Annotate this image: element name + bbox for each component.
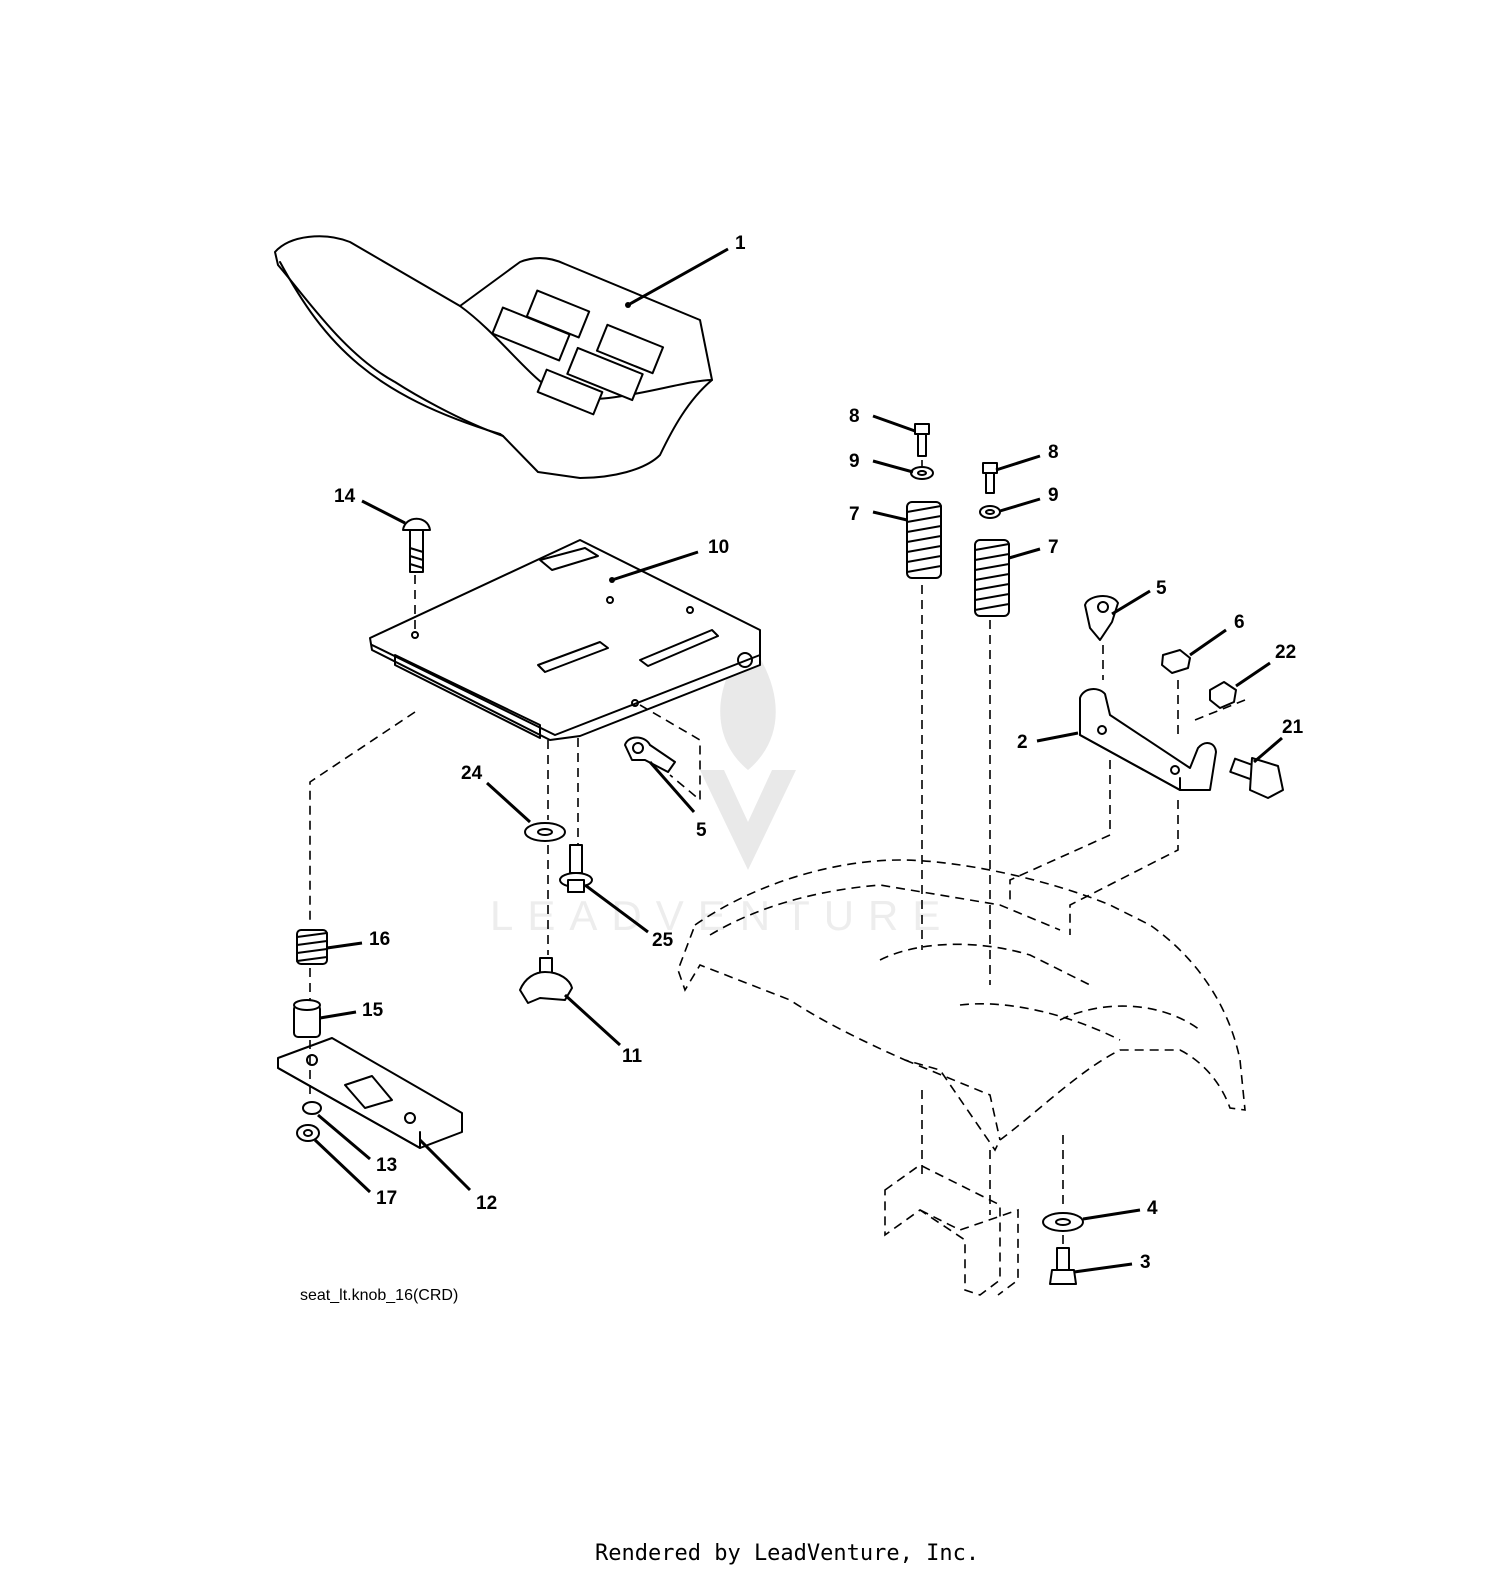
callout-4: 4	[1147, 1198, 1158, 1219]
callout-labels: 1 14 10 8 9 7 8 9 7 5 6 22 2 21 24 5 25 …	[334, 233, 1304, 1273]
callout-17: 17	[376, 1188, 397, 1209]
callout-9a: 9	[849, 451, 860, 472]
callout-15: 15	[362, 1000, 384, 1021]
bracket-part	[1079, 688, 1217, 791]
nut-part-22	[1209, 681, 1237, 709]
seat-part	[274, 235, 713, 479]
bolt-part-8b	[982, 462, 998, 494]
callout-9b: 9	[1048, 485, 1059, 506]
nut-part-17	[296, 1124, 320, 1142]
callout-16: 16	[369, 929, 390, 950]
callout-5b: 5	[696, 820, 707, 841]
callout-6: 6	[1234, 612, 1245, 633]
callout-3: 3	[1140, 1252, 1151, 1273]
bolt-part-8a	[914, 423, 930, 457]
footer-credit: Rendered by LeadVenture, Inc.	[595, 1541, 979, 1566]
callout-1: 1	[735, 233, 746, 254]
leader-lines	[313, 247, 1283, 1274]
alignment-lines	[309, 460, 1246, 1258]
nut-part-6	[1161, 649, 1191, 674]
callout-11: 11	[622, 1046, 643, 1067]
callout-13: 13	[376, 1155, 397, 1176]
diagram-caption: seat_lt.knob_16(CRD)	[300, 1287, 458, 1304]
clip-part-left	[624, 736, 676, 773]
washer-part-4	[1042, 1212, 1084, 1232]
washer-part	[524, 822, 566, 842]
callout-5a: 5	[1156, 578, 1167, 599]
callout-22: 22	[1275, 642, 1296, 663]
bolt-part-3	[1049, 1247, 1077, 1285]
callout-7a: 7	[849, 504, 860, 525]
callout-12: 12	[476, 1193, 497, 1214]
seat-pan-part	[369, 539, 761, 741]
callout-14: 14	[334, 486, 356, 507]
callout-10: 10	[708, 537, 729, 558]
spring-part-small	[296, 929, 328, 965]
callout-7b: 7	[1048, 537, 1059, 558]
fender-frame-outline	[677, 859, 1246, 1296]
callout-8b: 8	[1048, 442, 1059, 463]
callout-21: 21	[1282, 717, 1304, 738]
spring-part-7b	[974, 539, 1010, 617]
washer-part-9b	[979, 505, 1001, 519]
spacer-part	[293, 999, 321, 1038]
callout-25: 25	[652, 930, 674, 951]
clip-part-right	[1084, 595, 1119, 641]
callout-24: 24	[461, 763, 483, 784]
carriage-bolt-part	[402, 517, 431, 573]
callout-2: 2	[1017, 732, 1028, 753]
shoulder-bolt-part	[559, 844, 593, 893]
washer-part-9a	[910, 466, 934, 480]
bolt-part-21	[1229, 757, 1284, 799]
spring-part-7a	[906, 501, 942, 579]
knob-part	[519, 957, 573, 1004]
plate-part	[277, 1037, 463, 1149]
nut-part-13	[302, 1101, 322, 1115]
watermark-text: LEADVENTURE	[490, 892, 954, 939]
callout-8a: 8	[849, 406, 860, 427]
